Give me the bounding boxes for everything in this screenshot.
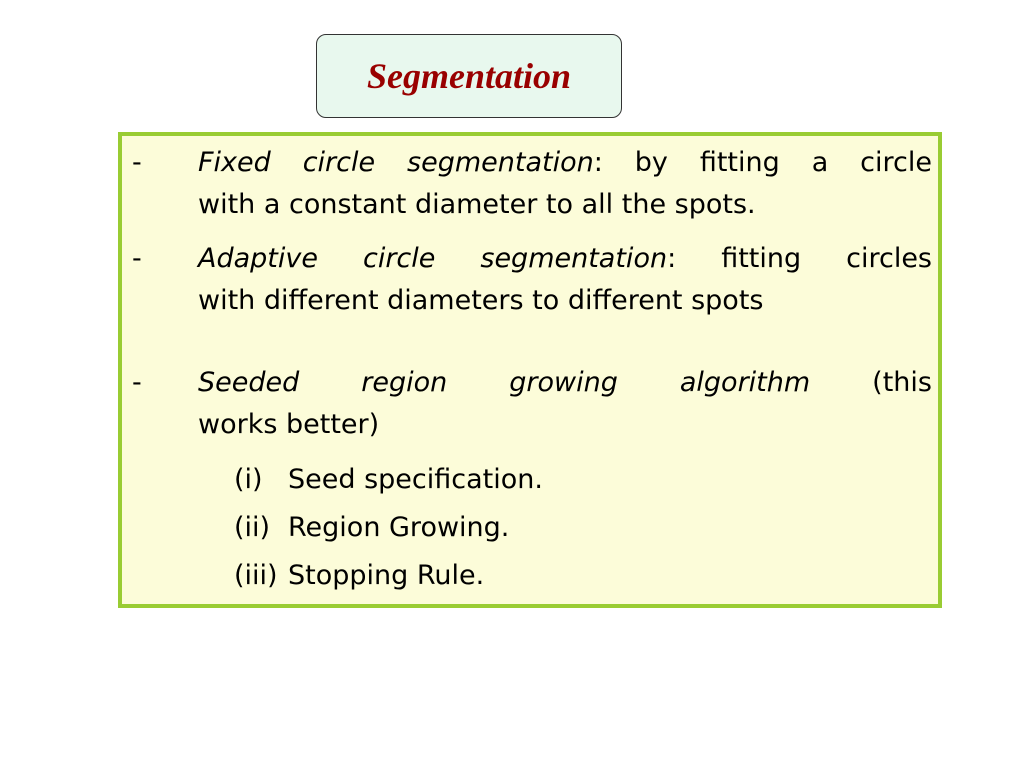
bullet-line-1-tail: by fitting a circle (602, 147, 932, 178)
bullet-dash: - (132, 147, 142, 178)
title-box: Segmentation (316, 34, 622, 118)
bullet-term: Seeded region growing algorithm (198, 367, 811, 398)
step-item: (i) Seed specification. (234, 456, 543, 504)
content-box: - Fixed circle segmentation: by fitting … (118, 132, 942, 608)
step-item: (iii) Stopping Rule. (234, 552, 543, 600)
bullet-line-1-tail: (this (810, 367, 932, 398)
step-item: (ii) Region Growing. (234, 504, 543, 552)
bullet-line-1: Fixed circle segmentation: by fitting a … (198, 142, 932, 184)
bullet-separator: : (593, 147, 603, 178)
bullet-line-2: with different diameters to different sp… (198, 285, 764, 316)
bullet-fixed-circle: - Fixed circle segmentation: by fitting … (132, 142, 932, 226)
bullet-adaptive-circle: - Adaptive circle segmentation: fitting … (132, 238, 932, 322)
bullet-dash: - (132, 243, 142, 274)
bullet-line-1: Seeded region growing algorithm (this (198, 362, 932, 404)
bullet-line-1: Adaptive circle segmentation: fitting ci… (198, 238, 932, 280)
step-number: (ii) (234, 512, 271, 543)
bullet-line-2: with a constant diameter to all the spot… (198, 189, 756, 220)
step-text: Region Growing. (288, 512, 510, 543)
bullet-term: Fixed circle segmentation (198, 147, 594, 178)
bullet-term: Adaptive circle segmentation (198, 243, 668, 274)
step-list: (i) Seed specification. (ii) Region Grow… (234, 456, 543, 600)
step-text: Stopping Rule. (288, 560, 485, 591)
bullet-line-1-tail: fitting circles (676, 243, 932, 274)
bullet-dash: - (132, 367, 142, 398)
bullet-seeded-region: - Seeded region growing algorithm (this … (132, 362, 932, 446)
step-number: (i) (234, 464, 263, 495)
slide-title: Segmentation (366, 56, 572, 96)
step-text: Seed specification. (288, 464, 543, 495)
step-number: (iii) (234, 560, 278, 591)
bullet-separator: : (667, 243, 677, 274)
bullet-line-2: works better) (198, 409, 380, 440)
